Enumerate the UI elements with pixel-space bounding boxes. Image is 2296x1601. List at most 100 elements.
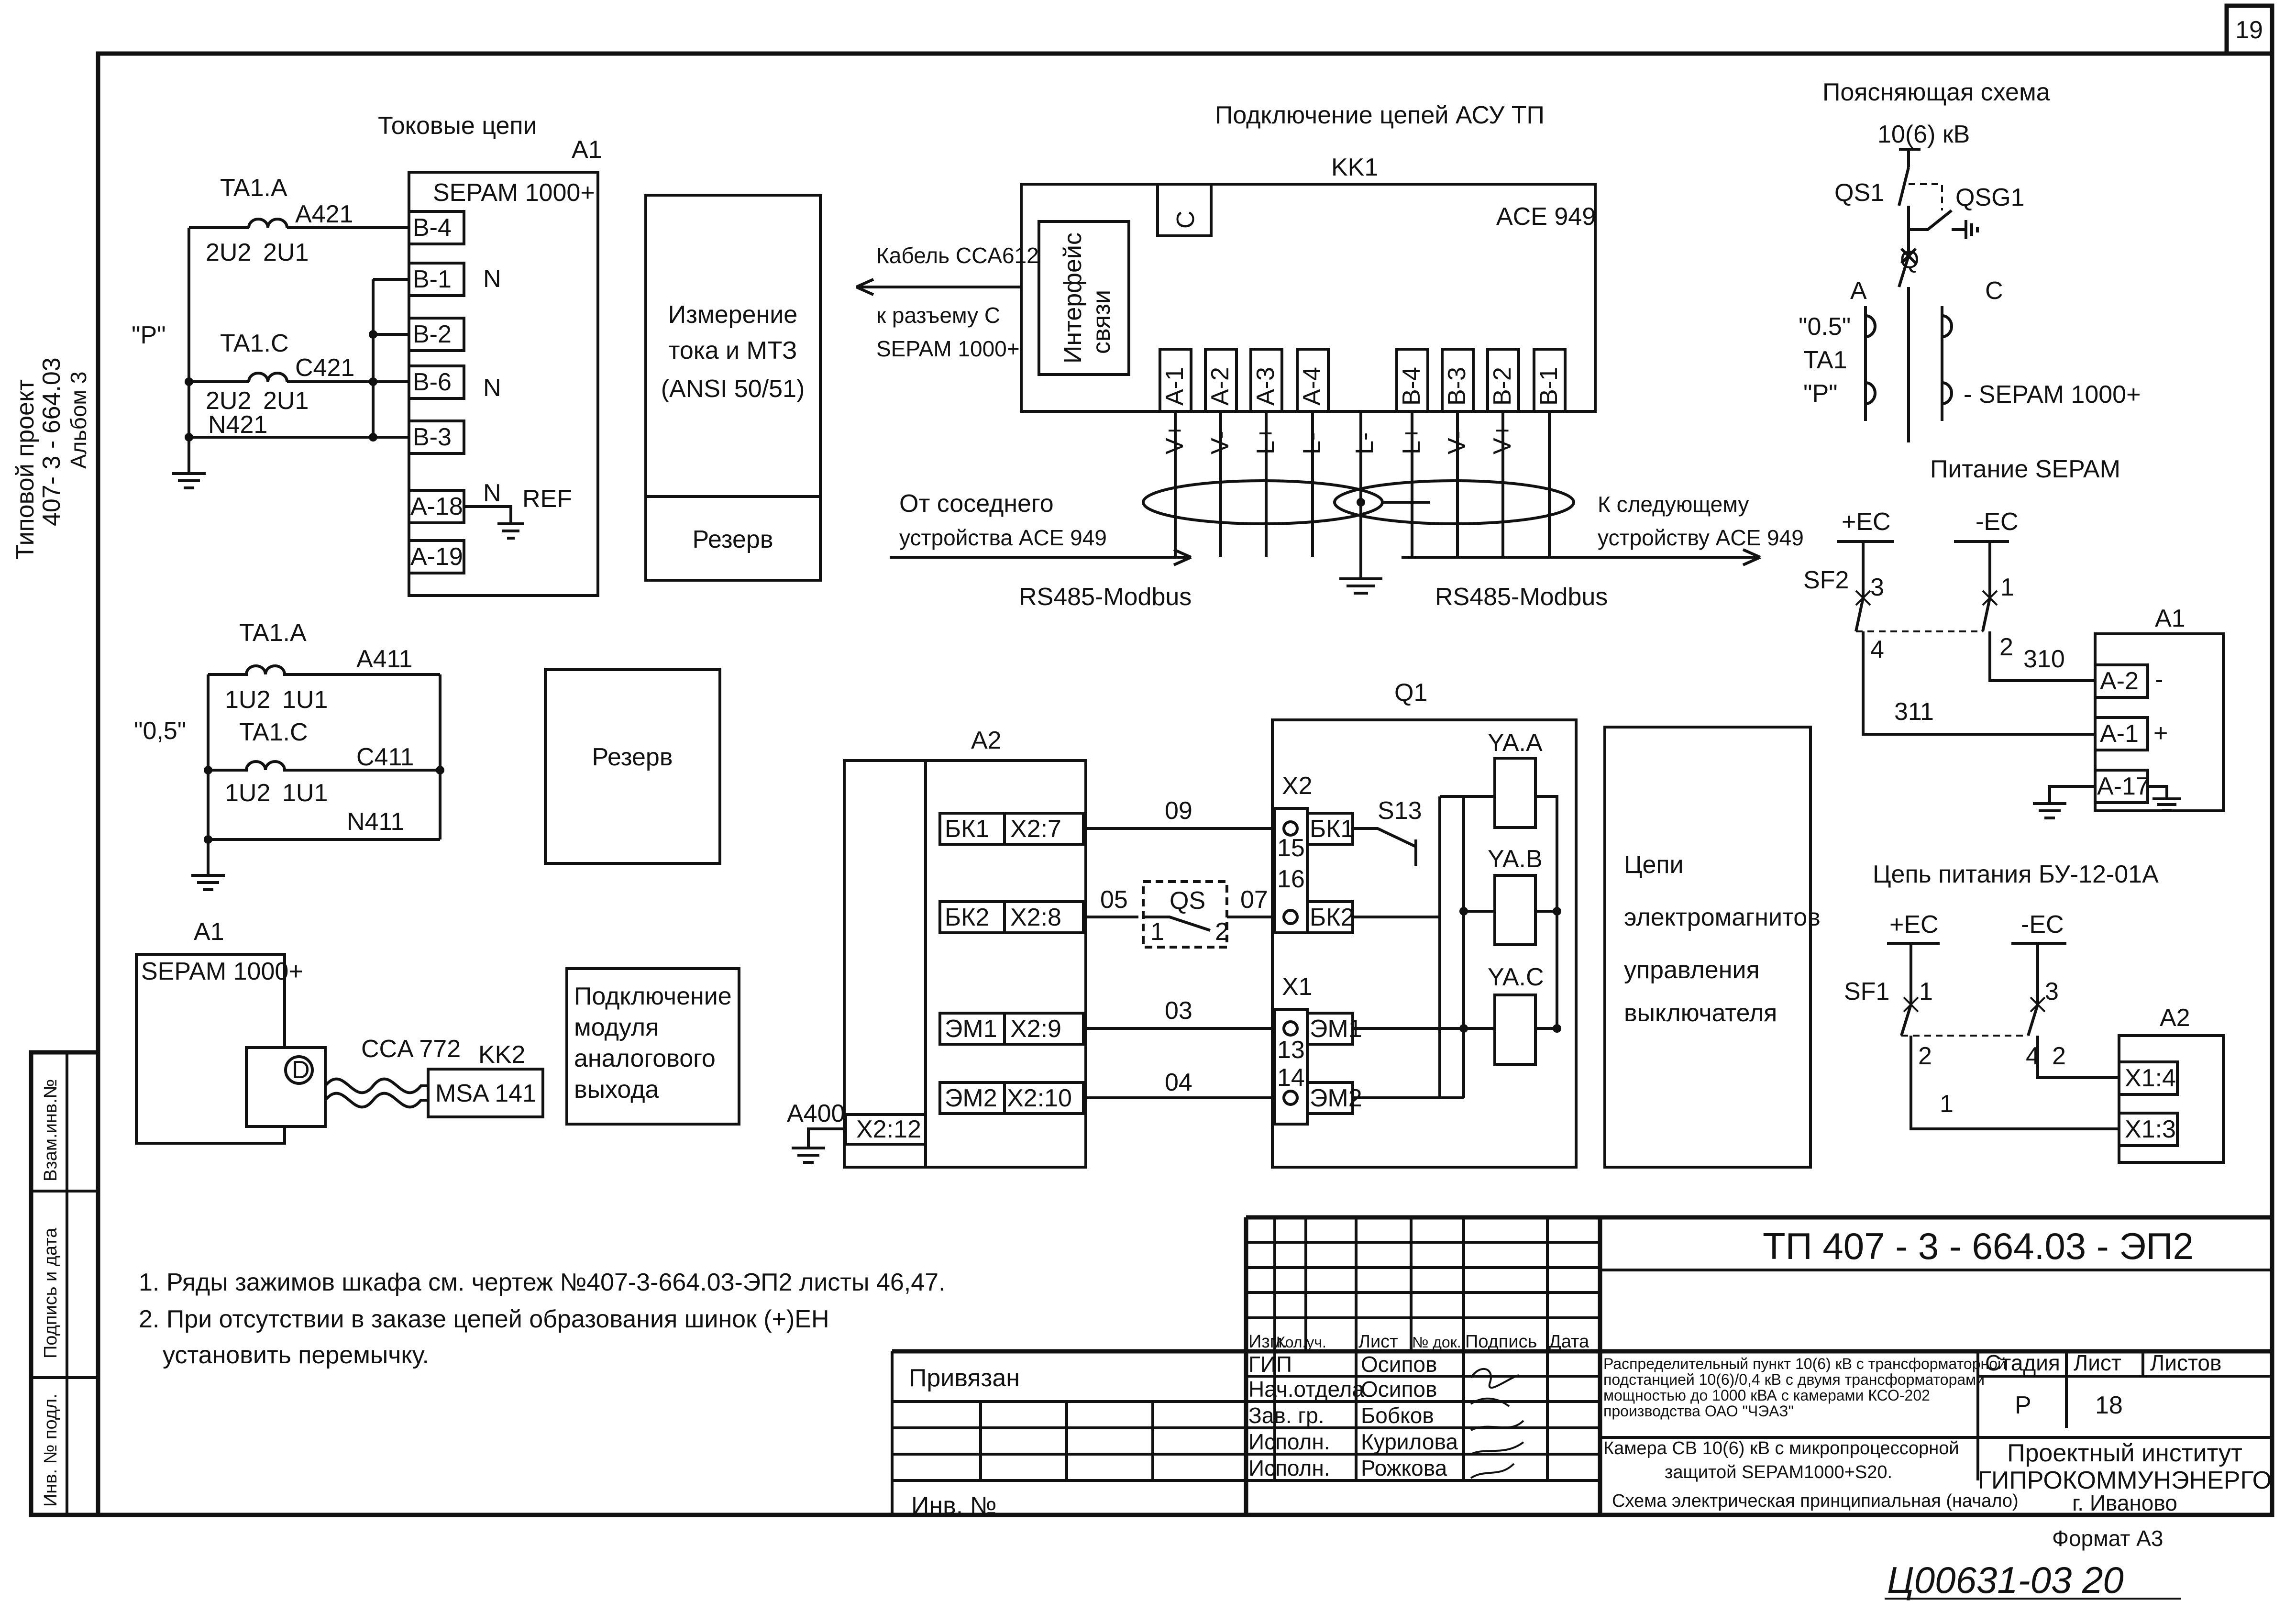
voltage-label: 10(6) кВ bbox=[1877, 121, 1970, 148]
kk1-label: KK1 bbox=[1331, 154, 1378, 181]
list-value: 18 bbox=[2095, 1391, 2123, 1419]
bk2-a2: БК2 bbox=[945, 904, 989, 931]
cable-1: Кабель CCA612 bbox=[876, 243, 1039, 268]
term-a2-supply: A-2 bbox=[2100, 667, 2139, 695]
n-label-1: N bbox=[483, 265, 501, 293]
note-1: 1. Ряды зажимов шкафа см. чертеж №407-3-… bbox=[139, 1269, 946, 1296]
ta1c-2u2: 2U2 bbox=[206, 387, 251, 415]
d-port: D bbox=[292, 1056, 310, 1084]
hdr-izm: Изм. bbox=[1248, 1332, 1287, 1352]
rs485-left: RS485-Modbus bbox=[1019, 583, 1192, 611]
inv-no: Инв. № bbox=[911, 1492, 996, 1520]
to-2: устройству ACE 949 bbox=[1598, 525, 1804, 550]
cca772: CCA 772 bbox=[361, 1035, 461, 1063]
term-a18: A-18 bbox=[410, 493, 463, 520]
role-nach: Нач.отдела bbox=[1248, 1377, 1364, 1402]
explain-scheme: Поясняющая схема 10(6) кВ QS1 QSG1 Q A C… bbox=[1799, 78, 2141, 442]
ct05-ta1c: TA1.C bbox=[239, 718, 308, 746]
plus-ec-1: +EC bbox=[1842, 508, 1891, 536]
ya-b: YA.B bbox=[1488, 845, 1543, 873]
x1-3: X1:3 bbox=[2125, 1115, 2176, 1143]
explain-title: Поясняющая схема bbox=[1822, 78, 2050, 106]
role-ispoln-2: Исполн. bbox=[1248, 1456, 1330, 1480]
sf1-1: 1 bbox=[1919, 978, 1933, 1005]
doc-code: ТП 407 - 3 - 664.03 - ЭП2 bbox=[1763, 1225, 2194, 1267]
to-1: К следующему bbox=[1598, 492, 1749, 517]
term-a2: A-2 bbox=[1206, 367, 1234, 406]
side-album: Альбом 3 bbox=[66, 372, 91, 469]
desc-3: мощностью до 1000 кВА с камерами КСО-202 bbox=[1603, 1387, 1930, 1404]
ta1c-label: TA1.C bbox=[220, 330, 289, 357]
sf1-2: 2 bbox=[1918, 1042, 1932, 1070]
minus-ec-1: -EC bbox=[1976, 508, 2019, 536]
minus-ec-2: -EC bbox=[2021, 911, 2064, 939]
x1-4: X1:4 bbox=[2125, 1064, 2176, 1092]
bk1-a2: БК1 bbox=[945, 815, 989, 843]
cls-05: "0,5" bbox=[134, 717, 186, 745]
wire-04: 04 bbox=[1165, 1069, 1192, 1096]
analog-3: аналогового bbox=[574, 1045, 716, 1072]
analog-1: Подключение bbox=[574, 983, 732, 1010]
ct05-1u2-a: 1U2 bbox=[225, 686, 270, 714]
term-b4r: B-4 bbox=[1398, 367, 1425, 406]
sheet-desc-3: Схема электрическая принципиальная (нача… bbox=[1612, 1491, 2019, 1511]
sheet-desc-1: Камера СВ 10(6) кВ с микропроцессорной bbox=[1603, 1438, 1959, 1458]
q1-label: Q1 bbox=[1394, 679, 1427, 707]
plus-ec-2: +EC bbox=[1889, 911, 1939, 939]
hdr-data: Дата bbox=[1549, 1332, 1590, 1352]
ct-05: TA1.A A411 1U2 1U1 "0,5" TA1.C C411 1U2 … bbox=[134, 619, 444, 891]
measure-text-3: (ANSI 50/51) bbox=[661, 375, 805, 403]
qs1-label: QS1 bbox=[1834, 179, 1884, 207]
sf1-4: 4 bbox=[2026, 1042, 2040, 1070]
side-vzam: Взам.инв.№ bbox=[41, 1079, 61, 1181]
sepam-supply: Питание SEPAM +EC -EC SF2 3 1 4 2 310 31… bbox=[1803, 455, 2225, 819]
bu-supply-title: Цепь питания БУ-12-01А bbox=[1873, 861, 2159, 888]
name-0: Осипов bbox=[1361, 1352, 1437, 1377]
a1-analog: A1 SEPAM 1000+ D CCA 772 KK2 MSA 141 Под… bbox=[135, 918, 740, 1145]
reserve-2: Резерв bbox=[592, 743, 673, 771]
term-a1-supply: A-1 bbox=[2100, 720, 2139, 748]
current-circuits: Токовые цепи A1 SEPAM 1000+ B-4 B-1 B-2 … bbox=[132, 112, 602, 597]
term-b1r: B-1 bbox=[1535, 367, 1563, 406]
term-b1: B-1 bbox=[413, 265, 452, 293]
bu-supply: Цепь питания БУ-12-01А +EC -EC SF1 1 3 2… bbox=[1844, 861, 2225, 1164]
a2-bu-label: A2 bbox=[2160, 1004, 2190, 1032]
term-b2: B-2 bbox=[413, 320, 452, 348]
x2-9: X2:9 bbox=[1010, 1015, 1061, 1043]
n-label-3: N bbox=[483, 479, 501, 507]
sf2-3: 3 bbox=[1870, 574, 1884, 601]
a421-label: A421 bbox=[295, 200, 353, 228]
ct05-ta1a: TA1.A bbox=[239, 619, 307, 647]
a1-label: A1 bbox=[572, 136, 602, 164]
wire-07: 07 bbox=[1240, 886, 1268, 914]
sepam-name: SEPAM 1000+ bbox=[433, 179, 595, 207]
sepam-supply-title: Питание SEPAM bbox=[1930, 455, 2120, 483]
current-circuits-title: Токовые цепи bbox=[378, 112, 537, 140]
n13: 13 bbox=[1277, 1036, 1305, 1064]
wire-311: 311 bbox=[1894, 698, 1934, 726]
side-stamp bbox=[29, 1050, 100, 1517]
n-label-2: N bbox=[483, 374, 501, 402]
signatures bbox=[1470, 1368, 1524, 1479]
sf2-label: SF2 bbox=[1803, 566, 1849, 594]
term-a1: A-1 bbox=[1161, 367, 1189, 406]
a1-supply-label: A1 bbox=[2155, 605, 2186, 632]
org-1: Проектный институт bbox=[2007, 1439, 2242, 1467]
a400: A400 bbox=[787, 1100, 845, 1127]
coil-text-2: электромагнитов bbox=[1624, 904, 1821, 931]
a1-bottom-label: A1 bbox=[194, 918, 224, 946]
role-zav: Зав. гр. bbox=[1248, 1403, 1325, 1428]
c421-label: C421 bbox=[295, 354, 354, 382]
control-circuits: A2 БК1 X2:7 БК2 X2:8 ЭМ1 X2:9 ЭМ2 X2:10 … bbox=[787, 679, 1821, 1169]
measure-text-1: Измерение bbox=[668, 301, 797, 329]
em2-a2: ЭМ2 bbox=[945, 1084, 997, 1112]
ct05-1u1-c: 1U1 bbox=[282, 779, 328, 807]
a2-label: A2 bbox=[971, 727, 1002, 754]
format-label: Формат А3 bbox=[2052, 1526, 2163, 1551]
ya-c: YA.C bbox=[1488, 963, 1544, 991]
n421-label: N421 bbox=[208, 411, 267, 439]
term-b2r: B-2 bbox=[1489, 367, 1516, 406]
side-inv: Инв. № подл. bbox=[41, 1393, 61, 1507]
analog-2: модуля bbox=[574, 1014, 659, 1041]
p-class-label: "P" bbox=[132, 321, 166, 349]
